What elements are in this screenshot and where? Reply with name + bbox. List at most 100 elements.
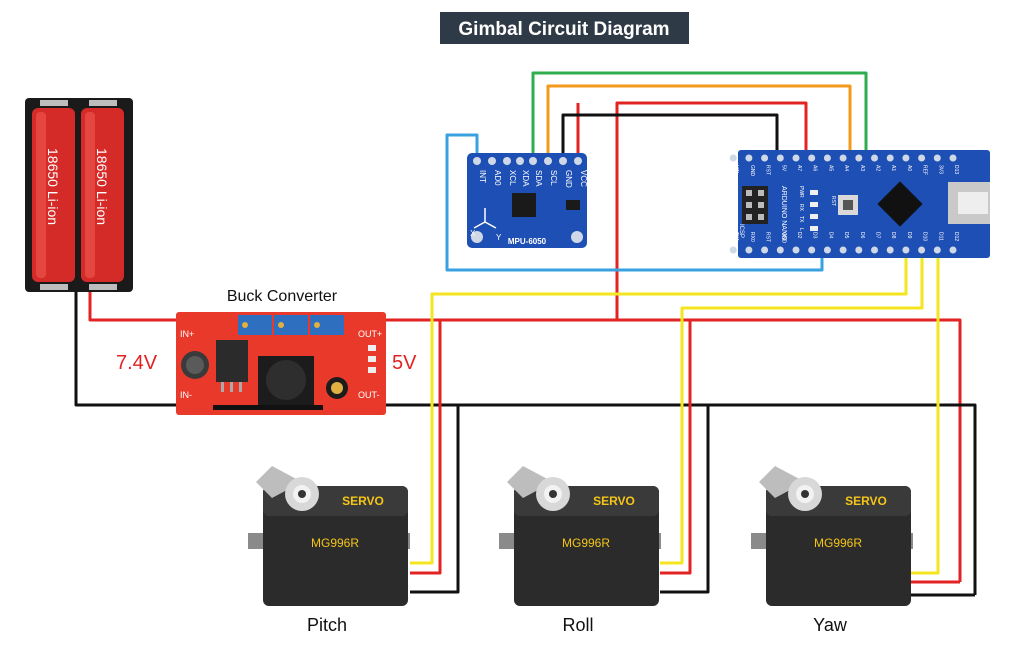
servo-caption: Pitch	[307, 615, 347, 635]
power-5v-rail	[384, 318, 962, 582]
battery-cell-2-label: 18650 Li-ion	[94, 148, 110, 225]
nano-top-pin	[886, 154, 894, 162]
battery-cell-1-label: 18650 Li-ion	[45, 148, 61, 225]
servo-brand-label: SERVO	[342, 494, 384, 508]
in-plus-label: IN+	[180, 329, 194, 339]
servo-model-label: MG996R	[311, 536, 359, 550]
nano-bottom-pin-label: TX1	[733, 232, 739, 241]
mpu-pin-ad0: AD0	[493, 170, 502, 186]
nano-top-pin-label: A0	[906, 165, 912, 171]
nano-bottom-pin-label: D2	[796, 232, 802, 239]
mpu-pin-int: INT	[478, 170, 487, 183]
nano-bottom-pin	[871, 246, 878, 254]
nano-top-pin	[745, 154, 753, 162]
battery-negative-wire	[74, 290, 178, 407]
nano-bottom-pin-label: RST	[765, 232, 771, 242]
nano-top-pin-label: GND	[749, 165, 755, 177]
yaw-signal-wire	[910, 250, 940, 575]
nano-bottom-pin-label: D8	[890, 232, 896, 239]
mpu-gnd-wire	[561, 113, 779, 158]
nano-led-pwr: PWR	[798, 186, 804, 198]
nano-bottom-pin	[808, 246, 816, 254]
input-voltage-label: 7.4V	[116, 352, 158, 374]
nano-top-pin-label: VIN	[733, 165, 739, 174]
mpu-pin-xda: XDA	[521, 170, 530, 187]
servo-brand-label: SERVO	[593, 494, 635, 508]
nano-top-pin-label: A5	[827, 165, 833, 171]
nano-bottom-pin-label: D9	[906, 232, 912, 239]
nano-led-rx: RX	[798, 204, 804, 212]
roll-signal-wire	[660, 250, 924, 565]
servo-brand-label: SERVO	[845, 494, 887, 508]
nano-top-pin	[729, 154, 737, 162]
nano-bottom-pin	[933, 246, 941, 254]
nano-top-pin	[902, 154, 910, 162]
nano-bottom-pin-label: D10	[922, 232, 928, 241]
pitch-gnd-wire	[410, 405, 460, 594]
diagram-title: Gimbal Circuit Diagram	[458, 19, 669, 40]
nano-bottom-pin-label: D12	[953, 232, 959, 241]
nano-bottom-pin-label: D6	[859, 232, 865, 239]
nano-bottom-pin	[729, 246, 737, 254]
nano-bottom-pin	[855, 246, 863, 254]
nano-top-pin	[949, 154, 957, 162]
nano-top-pin	[918, 154, 926, 162]
nano-top-pin-label: A1	[890, 165, 896, 171]
in-minus-label: IN-	[180, 390, 192, 400]
battery-positive-wire	[88, 290, 178, 322]
nano-bottom-pin	[918, 246, 926, 254]
nano-name-label: ARDUINO NANO	[780, 186, 787, 241]
nano-bottom-pin	[823, 246, 831, 254]
nano-bottom-pin-label: D11	[937, 232, 943, 241]
mpu-pin-xcl: XCL	[508, 170, 517, 186]
nano-bottom-pin	[886, 246, 894, 254]
nano-bottom-pin	[745, 246, 753, 254]
nano-top-pin-label: A2	[875, 165, 881, 171]
mpu-chip	[512, 193, 536, 217]
nano-bottom-pin-label: D4	[827, 232, 833, 239]
nano-led-tx: TX	[798, 216, 804, 223]
wires	[74, 71, 977, 597]
mpu-axis-x: X	[470, 229, 476, 238]
servo-caption: Roll	[562, 615, 593, 635]
nano-top-pin-label: D13	[953, 165, 959, 174]
nano-bottom-pin-label: RX0	[749, 232, 755, 242]
buck-converter-label: Buck Converter	[227, 288, 338, 305]
nano-top-pin	[776, 154, 784, 162]
nano-top-pin-label: A3	[859, 165, 865, 171]
pitch-5v-wire	[410, 320, 442, 575]
mpu-axis-icon	[473, 208, 497, 229]
nano-bottom-pin-label: D5	[843, 232, 849, 239]
output-voltage-label: 5V	[392, 352, 417, 374]
servo-pitch: SERVO MG996R Pitch	[248, 466, 410, 635]
nano-top-pin-label: A6	[812, 165, 818, 171]
mpu-scl-wire	[546, 84, 852, 158]
nano-top-pin	[871, 154, 878, 162]
mpu-6050-board: INT AD0 XCL XDA SDA SCL GND VCC X Y MPU-…	[467, 153, 588, 248]
nano-top-pin-label: 5V	[780, 165, 786, 172]
nano-top-pin	[823, 154, 831, 162]
mpu-name-label: MPU-6050	[508, 237, 547, 246]
nano-top-pin-label: A7	[796, 165, 802, 171]
nano-mcu-chip	[877, 181, 923, 227]
nano-5v-wire	[615, 101, 808, 320]
battery-pack: 18650 Li-ion 18650 Li-ion	[25, 98, 133, 292]
nano-top-pin	[808, 154, 816, 162]
title-box: Gimbal Circuit Diagram	[440, 12, 689, 44]
mpu-axis-y: Y	[496, 233, 502, 242]
nano-top-pin-label: REF	[922, 165, 928, 175]
roll-5v-wire	[660, 320, 692, 575]
roll-gnd-wire	[660, 405, 710, 594]
nano-top-pin	[933, 154, 941, 162]
nano-top-pin	[839, 154, 847, 162]
nano-bottom-pin	[902, 246, 910, 254]
nano-bottom-pin	[949, 246, 957, 254]
mpu-pin-vcc: VCC	[579, 170, 588, 187]
